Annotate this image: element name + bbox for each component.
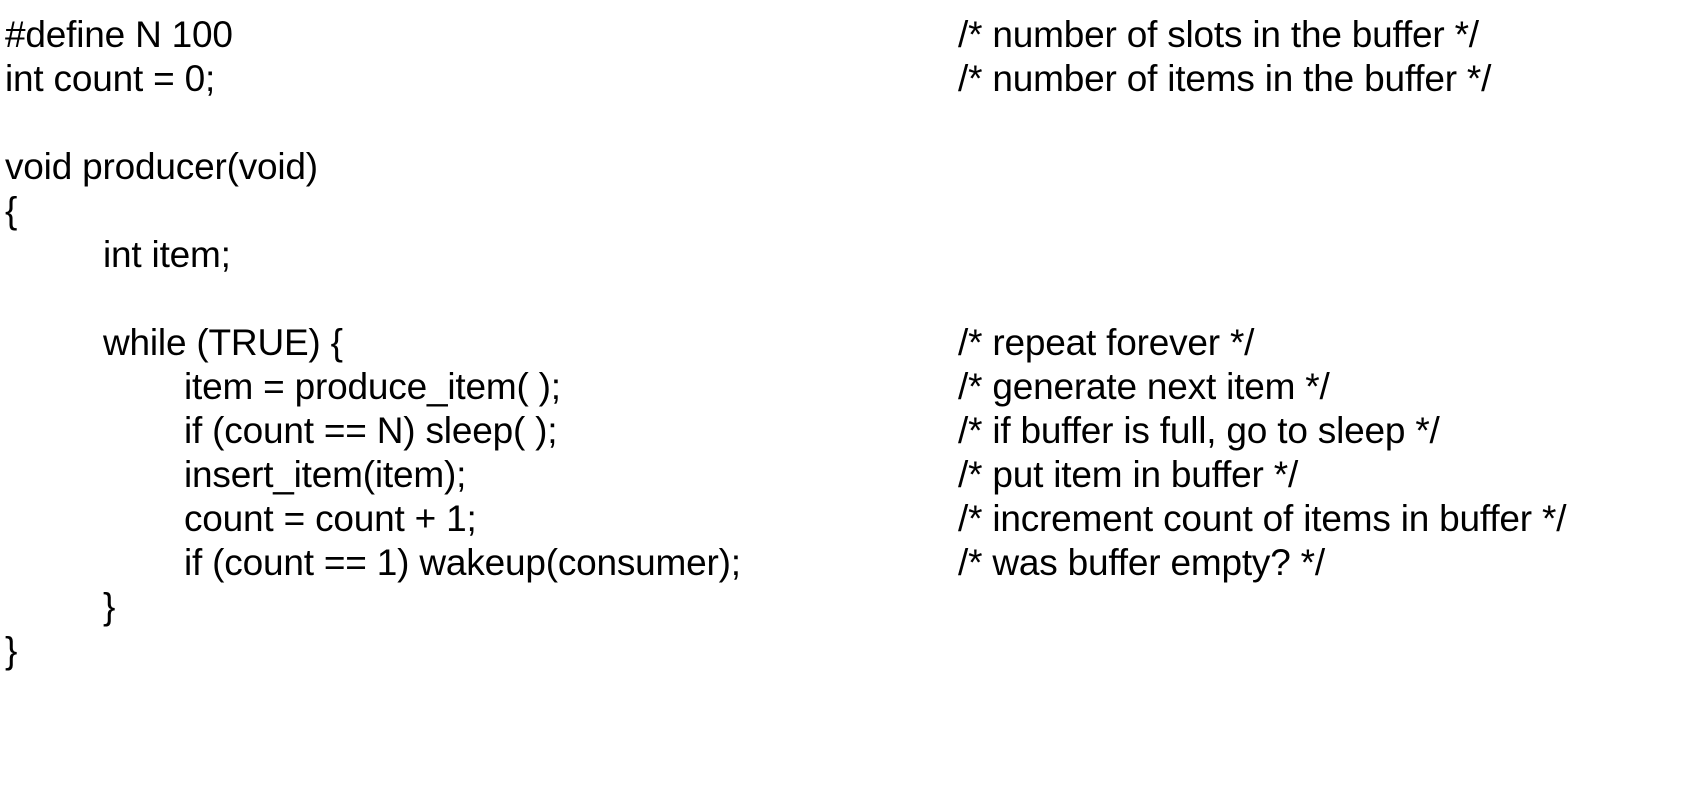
code-line: if (count == N) sleep( ); /* if buffer is…: [0, 409, 1708, 453]
code-line: insert_item(item); /* put item in buffer …: [0, 453, 1708, 497]
code-statement: if (count == N) sleep( );: [184, 410, 558, 451]
code-statement: item = produce_item( );: [184, 366, 561, 407]
code-statement: #define N 100: [5, 14, 233, 55]
code-comment: /* number of slots in the buffer */: [958, 14, 1479, 55]
code-line: {: [0, 189, 1708, 233]
code-comment: /* put item in buffer */: [958, 454, 1299, 495]
code-comment: /* was buffer empty? */: [958, 542, 1325, 583]
code-statement: count = count + 1;: [184, 498, 477, 539]
code-statement: }: [5, 630, 18, 671]
code-comment: /* repeat forever */: [958, 322, 1255, 363]
code-statement: if (count == 1) wakeup(consumer);: [184, 542, 741, 583]
code-line: }: [0, 585, 1708, 629]
code-line: #define N 100 /* number of slots in the b…: [0, 13, 1708, 57]
code-line: int item;: [0, 233, 1708, 277]
code-line: void producer(void): [0, 145, 1708, 189]
code-statement: insert_item(item);: [184, 454, 467, 495]
code-line: [0, 101, 1708, 145]
code-statement: void producer(void): [5, 146, 318, 187]
code-line: while (TRUE) { /* repeat forever */: [0, 321, 1708, 365]
code-statement: }: [103, 586, 116, 627]
code-line: count = count + 1; /* increment count of …: [0, 497, 1708, 541]
code-statement: while (TRUE) {: [103, 322, 343, 363]
code-line: item = produce_item( ); /* generate next …: [0, 365, 1708, 409]
code-line: [0, 277, 1708, 321]
code-line: }: [0, 629, 1708, 673]
code-comment: /* generate next item */: [958, 366, 1330, 407]
code-statement: int item;: [103, 234, 231, 275]
code-line: int count = 0; /* number of items in the …: [0, 57, 1708, 101]
code-statement: int count = 0;: [5, 58, 216, 99]
code-comment: /* number of items in the buffer */: [958, 58, 1492, 99]
code-statement: {: [5, 190, 18, 231]
code-line: if (count == 1) wakeup(consumer); /* was …: [0, 541, 1708, 585]
code-comment: /* increment count of items in buffer */: [958, 498, 1567, 539]
code-comment: /* if buffer is full, go to sleep */: [958, 410, 1440, 451]
